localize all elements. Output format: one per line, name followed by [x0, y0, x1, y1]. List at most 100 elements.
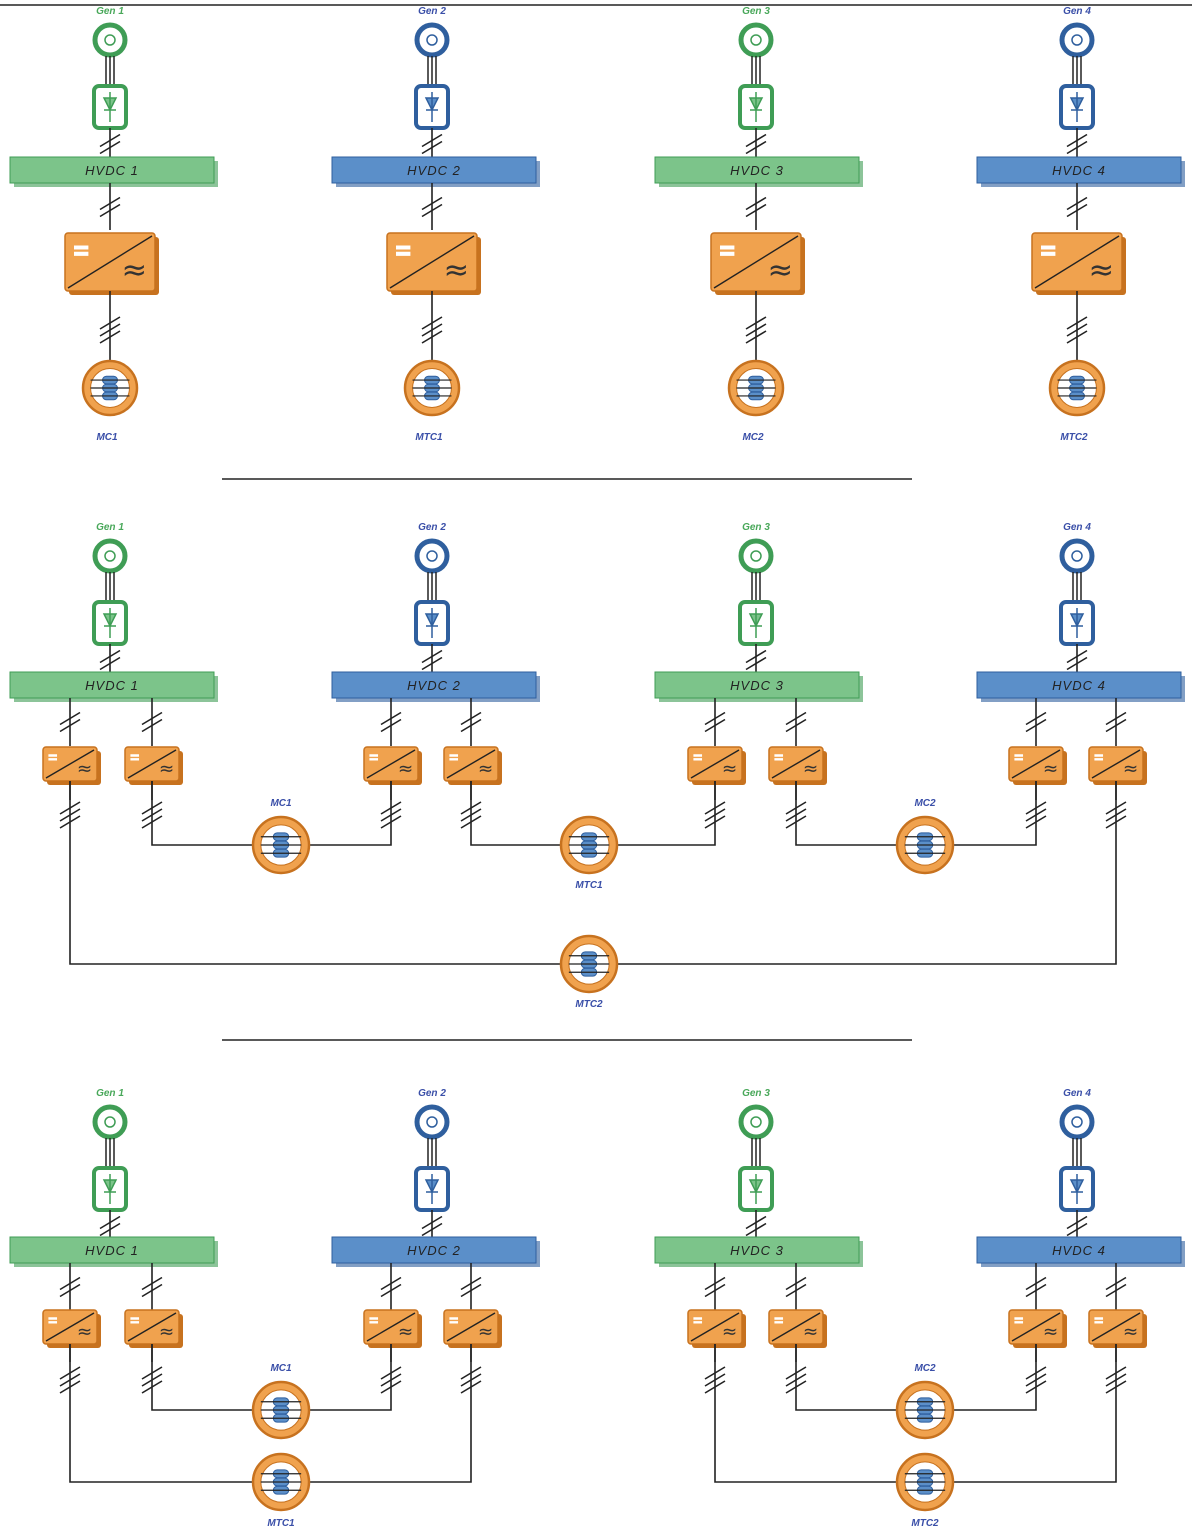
phase-tick [1066, 133, 1088, 148]
generator-core [104, 1116, 116, 1128]
ac-symbol: ≈ [443, 253, 469, 288]
hvdc-bus [654, 671, 860, 699]
converter-diagonal [366, 1312, 416, 1342]
phase-ticks [745, 133, 767, 155]
phase-tick [421, 1215, 443, 1230]
ac-symbol: ≈ [767, 253, 793, 288]
phase-tick [1066, 140, 1088, 155]
phase-tick [1105, 1283, 1127, 1298]
phase-tick [421, 196, 443, 211]
phase-tick [421, 140, 443, 155]
ac-symbol: ≈ [398, 1322, 413, 1343]
phase-tick [1066, 316, 1088, 330]
phase-tick [421, 649, 443, 664]
generator-core [104, 34, 116, 46]
converter-diagonal [389, 235, 475, 289]
hvdc-bus-label: HVDC 2 [407, 678, 461, 693]
converter-diagonal [45, 749, 95, 779]
phase-ticks [1066, 1215, 1088, 1237]
hvdc-bus [9, 671, 215, 699]
ac-symbol: ≈ [121, 253, 147, 288]
phase-tick [785, 1283, 807, 1298]
phase-tick [460, 1283, 482, 1298]
converter-icon: ≈ [687, 746, 746, 785]
generator-column: Gen 2 HVDC 2 [331, 522, 540, 702]
phase-tick [141, 711, 163, 726]
phase-ticks [1066, 316, 1088, 344]
generator-core [750, 34, 762, 46]
phase-tick [421, 323, 443, 337]
phase-tick [460, 711, 482, 726]
hvdc-bus-label: HVDC 3 [730, 163, 784, 178]
motor-label: MTC2 [575, 999, 603, 1010]
phase-tick [745, 316, 767, 330]
phase-tick [380, 1276, 402, 1291]
ac-symbol: ≈ [1123, 759, 1138, 780]
phase-ticks [59, 1276, 81, 1298]
dc-symbol [774, 1317, 784, 1324]
diode-symbol [102, 1174, 118, 1204]
dc-symbol [720, 245, 735, 256]
generator-label: Gen 2 [418, 522, 446, 533]
dc-symbol [48, 754, 58, 761]
hvdc-bus [976, 156, 1182, 184]
diode-symbol [748, 92, 764, 122]
hvdc-bus [976, 671, 1182, 699]
converter-diagonal [1091, 1312, 1141, 1342]
converter-icon: ≈ [1008, 1309, 1067, 1348]
converter-diagonal [1034, 235, 1120, 289]
dc-symbol [1014, 1317, 1024, 1324]
motor-label: MC2 [914, 798, 936, 809]
motor-label: MTC1 [415, 432, 443, 443]
phase-ticks [1105, 1276, 1127, 1298]
ac-symbol: ≈ [398, 759, 413, 780]
phase-tick [99, 323, 121, 337]
phase-tick [745, 1222, 767, 1237]
phase-ticks [99, 649, 121, 671]
hvdc-bus-label: HVDC 4 [1052, 678, 1106, 693]
converter-diagonal [127, 1312, 177, 1342]
phase-ticks [704, 711, 726, 733]
hvdc-bus-label: HVDC 1 [85, 163, 139, 178]
converter-icon: ≈ [443, 746, 502, 785]
hvdc-bus-label: HVDC 3 [730, 1243, 784, 1258]
phase-tick [785, 711, 807, 726]
phase-tick [704, 718, 726, 733]
generator-core [1071, 1116, 1083, 1128]
phase-tick [745, 203, 767, 218]
phase-tick [99, 649, 121, 664]
phase-tick [59, 711, 81, 726]
converter-diagonal [127, 749, 177, 779]
phase-tick [745, 196, 767, 211]
phase-tick [421, 203, 443, 218]
ac-symbol: ≈ [1123, 1322, 1138, 1343]
motor-icon [251, 815, 311, 875]
phase-ticks [460, 711, 482, 733]
hvdc-bus [331, 671, 537, 699]
ac-symbol: ≈ [159, 1322, 174, 1343]
dc-symbol [130, 1317, 140, 1324]
hvdc-bus-label: HVDC 3 [730, 678, 784, 693]
phase-ticks [745, 316, 767, 344]
phase-ticks [141, 711, 163, 733]
motor-label: MC2 [742, 432, 764, 443]
phase-tick [460, 1276, 482, 1291]
converter-icon: ≈ [443, 1309, 502, 1348]
ac-symbol: ≈ [478, 1322, 493, 1343]
phase-tick [785, 1276, 807, 1291]
phase-ticks [785, 1276, 807, 1298]
phase-tick [1025, 1283, 1047, 1298]
phase-tick [745, 1215, 767, 1230]
converter-diagonal [690, 1312, 740, 1342]
phase-tick [745, 140, 767, 155]
phase-tick [421, 330, 443, 344]
dc-symbol [130, 754, 140, 761]
motor-icon [1048, 359, 1106, 417]
phase-tick [1025, 711, 1047, 726]
phase-ticks [380, 1276, 402, 1298]
converter-icon: ≈ [768, 746, 827, 785]
